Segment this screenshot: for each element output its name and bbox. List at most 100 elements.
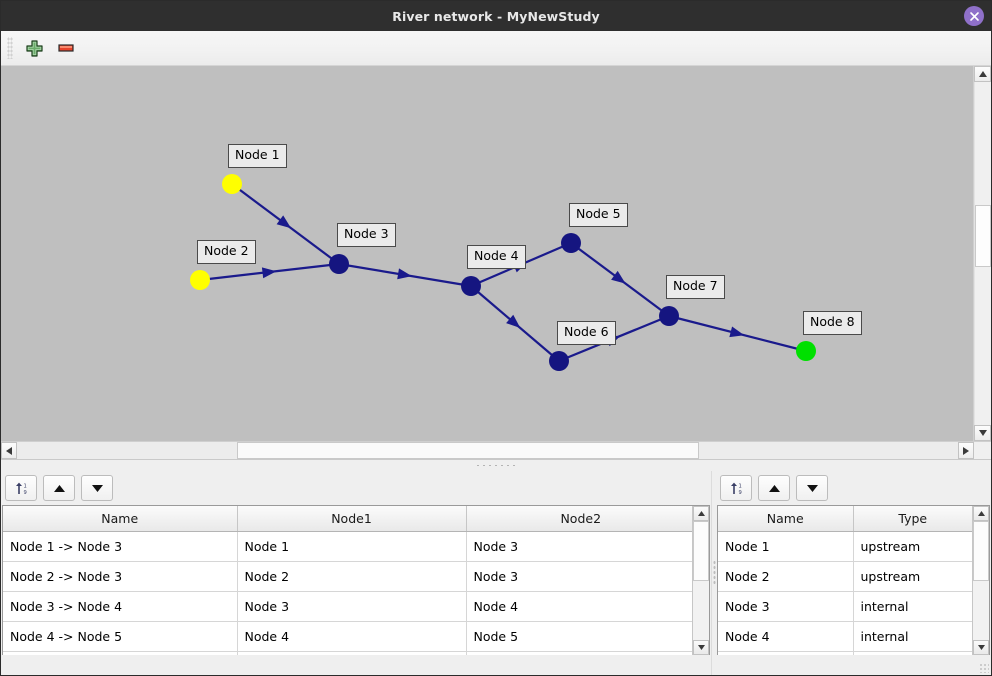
branches-scroll-up-button[interactable] [693,506,709,521]
scroll-left-button[interactable] [1,442,17,459]
node-label-node-8[interactable]: Node 8 [803,311,862,335]
table-cell[interactable]: Node 4 [237,621,467,652]
horizontal-splitter[interactable] [1,459,991,471]
nodes-move-up-button[interactable] [758,475,790,501]
branches-table-scroll-thumb[interactable] [693,521,709,581]
node-label-node-6[interactable]: Node 6 [557,321,616,345]
table-cell[interactable]: Node 3 [466,531,692,562]
branches-move-down-button[interactable] [81,475,113,501]
table-cell[interactable]: Node 1 -> Node 3 [3,531,238,562]
table-cell[interactable]: Node 3 -> Node 4 [3,591,238,622]
table-cell[interactable]: Node 3 [466,561,692,592]
column-header-name[interactable]: Name [3,506,238,532]
canvas-vscroll-track[interactable] [974,82,991,425]
network-canvas-area: Node 1 Node 2 Node 3 Node 4 Node 5 Node 6 Node… [1,66,991,459]
table-row-partial[interactable] [718,651,972,655]
svg-text:9: 9 [23,490,26,496]
branches-sort-button[interactable]: 1 9 [5,475,37,501]
graph-node-node-6[interactable] [549,351,569,371]
graph-node-node-7[interactable] [659,306,679,326]
nodes-scroll-down-button[interactable] [973,640,989,655]
table-cell[interactable]: Node 1 [718,531,854,562]
node-label-node-1[interactable]: Node 1 [228,144,287,168]
node-label-node-2[interactable]: Node 2 [197,240,256,264]
table-cell[interactable]: upstream [853,531,972,562]
node-label-node-5[interactable]: Node 5 [569,203,628,227]
table-cell[interactable]: Node 4 -> Node 5 [3,621,238,652]
vertical-splitter[interactable] [711,471,716,675]
branches-move-up-button[interactable] [43,475,75,501]
canvas-horizontal-scrollbar[interactable] [1,441,991,459]
nodes-pane-footer [716,655,991,675]
window-resize-grip[interactable] [979,663,989,673]
remove-node-button[interactable] [50,33,82,63]
close-button[interactable] [964,6,984,26]
arrow-up-icon [768,484,780,492]
table-cell[interactable] [3,651,238,655]
node-label-node-4[interactable]: Node 4 [467,245,526,269]
table-cell[interactable]: upstream [853,561,972,592]
table-cell[interactable] [718,651,854,655]
column-header-node2[interactable]: Node2 [466,506,692,532]
splitter-grip [475,464,517,467]
triangle-left-icon [6,446,12,455]
table-row-partial[interactable] [3,651,692,655]
node-label-node-7[interactable]: Node 7 [666,275,725,299]
triangle-up-icon [697,511,705,516]
nodes-sort-button[interactable]: 1 9 [720,475,752,501]
canvas-hscroll-thumb[interactable] [237,442,699,459]
scroll-down-button[interactable] [974,425,991,441]
scroll-right-button[interactable] [958,442,974,459]
column-header-node1[interactable]: Node1 [237,506,467,532]
node-label-node-3[interactable]: Node 3 [337,223,396,247]
table-cell[interactable]: Node 4 [718,621,854,652]
nodes-table-scroll-thumb[interactable] [973,521,989,581]
add-node-button[interactable] [18,33,50,63]
table-cell[interactable] [853,651,972,655]
canvas-vscroll-thumb[interactable] [975,205,991,267]
table-cell[interactable]: Node 2 [718,561,854,592]
graph-node-node-1[interactable] [222,174,242,194]
nodes-scroll-up-button[interactable] [973,506,989,521]
edge-arrow-icon [261,267,277,279]
graph-node-node-4[interactable] [461,276,481,296]
column-header-type[interactable]: Type [853,506,972,532]
table-cell[interactable]: Node 3 [718,591,854,622]
graph-node-node-2[interactable] [190,270,210,290]
network-diagram[interactable]: Node 1 Node 2 Node 3 Node 4 Node 5 Node 6 Node… [1,66,973,441]
table-cell[interactable]: Node 4 [466,591,692,622]
branches-table-scroll-track[interactable] [693,521,709,640]
nodes-table-scroll-track[interactable] [973,521,989,640]
branches-scroll-down-button[interactable] [693,640,709,655]
graph-node-node-5[interactable] [561,233,581,253]
table-cell[interactable]: Node 5 [466,621,692,652]
canvas-vertical-scrollbar[interactable] [973,66,991,441]
table-cell[interactable] [466,651,692,655]
table-cell[interactable]: Node 2 [237,561,467,592]
graph-node-node-3[interactable] [329,254,349,274]
branches-table-vertical-scrollbar[interactable] [692,506,709,655]
nodes-move-down-button[interactable] [796,475,828,501]
graph-node-node-8[interactable] [796,341,816,361]
table-cell[interactable] [237,651,467,655]
canvas-hscroll-track[interactable] [17,442,958,459]
table-cell[interactable]: Node 3 [237,591,467,622]
toolbar-grip[interactable] [7,37,13,59]
nodes-table-vertical-scrollbar[interactable] [972,506,989,655]
table-cell[interactable]: internal [853,591,972,622]
table-cell[interactable]: Node 1 [237,531,467,562]
column-header-name[interactable]: Name [718,506,854,532]
scroll-up-button[interactable] [974,66,991,82]
table-cell[interactable]: Node 2 -> Node 3 [3,561,238,592]
table-cell[interactable]: internal [853,621,972,652]
